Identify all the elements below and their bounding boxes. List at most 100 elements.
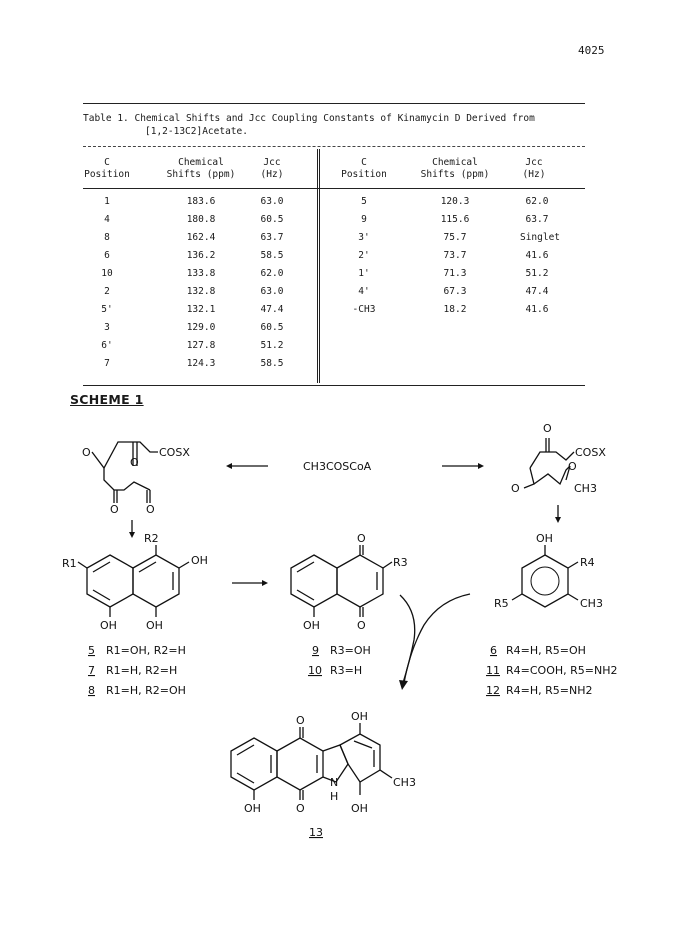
oxygen-label: O bbox=[511, 482, 520, 495]
phenol-structure: OH R4 CH3 R5 bbox=[494, 532, 603, 610]
caption-line-1: Table 1. Chemical Shifts and Jcc Couplin… bbox=[83, 113, 535, 124]
table-cell: 63.0 bbox=[260, 196, 284, 207]
r3-label: R3 bbox=[393, 556, 408, 569]
table-cell: 58.5 bbox=[260, 250, 284, 261]
table-cell: 63.7 bbox=[260, 232, 284, 243]
compound-number: 11 bbox=[486, 664, 500, 677]
oxygen-label: O bbox=[568, 460, 577, 473]
table-cell: 60.5 bbox=[260, 214, 284, 225]
table-cell: 124.3 bbox=[186, 358, 216, 369]
final-compound-number: 13 bbox=[309, 826, 323, 839]
compound-number: 10 bbox=[308, 664, 322, 677]
compound-number: 8 bbox=[88, 684, 95, 697]
table-cell: 47.4 bbox=[260, 304, 284, 315]
header-c-position-left: C Position bbox=[84, 157, 130, 180]
table-cell: 180.8 bbox=[186, 214, 216, 225]
table-cell: 9 bbox=[361, 214, 367, 225]
table-top-rule bbox=[83, 103, 585, 104]
table-cell: 4 bbox=[104, 214, 110, 225]
nitrogen-label: N bbox=[330, 776, 338, 789]
table-cell: 41.6 bbox=[525, 250, 549, 261]
table-cell: 73.7 bbox=[443, 250, 467, 261]
table-cell: 1 bbox=[104, 196, 110, 207]
table-cell: 5' bbox=[101, 304, 113, 315]
table-cell: 136.2 bbox=[186, 250, 216, 261]
table-cell: 3' bbox=[358, 232, 370, 243]
oxygen-label: O bbox=[110, 503, 119, 516]
table-cell: 18.2 bbox=[443, 304, 467, 315]
table-cell: 71.3 bbox=[443, 268, 467, 279]
table-bottom-rule bbox=[83, 385, 585, 386]
compound-description: R4=COOH, R5=NH2 bbox=[506, 664, 617, 677]
table-cell: 162.4 bbox=[186, 232, 216, 243]
naphthalene-structure: R2 OH R1 OH OH bbox=[62, 532, 208, 632]
table-cell: 62.0 bbox=[260, 268, 284, 279]
hydroxyl-label: OH bbox=[351, 802, 368, 815]
table-cell: 7 bbox=[104, 358, 110, 369]
table-caption: Table 1. Chemical Shifts and Jcc Couplin… bbox=[83, 112, 535, 138]
table-cell: 133.8 bbox=[186, 268, 216, 279]
compound-description: R3=H bbox=[330, 664, 362, 677]
table-header-top-rule bbox=[83, 146, 585, 147]
table-cell: 58.5 bbox=[260, 358, 284, 369]
compound-number: 9 bbox=[312, 644, 319, 657]
hydroxyl-label: OH bbox=[100, 619, 117, 632]
table-cell: 2 bbox=[104, 286, 110, 297]
table-cell: 115.6 bbox=[440, 214, 470, 225]
table-cell: 75.7 bbox=[443, 232, 467, 243]
table-cell: 6' bbox=[101, 340, 113, 351]
compound-description: R1=OH, R2=H bbox=[106, 644, 186, 657]
table-cell: Singlet bbox=[519, 232, 561, 243]
table-cell: 51.2 bbox=[260, 340, 284, 351]
table-cell: 183.6 bbox=[186, 196, 216, 207]
page-number: 4025 bbox=[578, 44, 605, 57]
ch3-label: CH3 bbox=[393, 776, 416, 789]
scheme-title: SCHEME 1 bbox=[70, 392, 144, 407]
compound-number: 5 bbox=[88, 644, 95, 657]
oxygen-label: O bbox=[357, 532, 366, 545]
oxygen-label: O bbox=[357, 619, 366, 632]
hydroxyl-label: OH bbox=[536, 532, 553, 545]
ch3-label: CH3 bbox=[574, 482, 597, 495]
table-cell: 120.3 bbox=[440, 196, 470, 207]
hydroxyl-label: OH bbox=[191, 554, 208, 567]
quinone-compound-labels: 9 R3=OH 10 R3=H bbox=[308, 644, 371, 677]
table-cell: 10 bbox=[101, 268, 113, 279]
compound-number: 12 bbox=[486, 684, 500, 697]
cosx-label: COSX bbox=[159, 446, 190, 459]
table-cell: 51.2 bbox=[525, 268, 549, 279]
arrow-phenol-to-product bbox=[403, 593, 471, 684]
table-cell: -CH3 bbox=[352, 304, 376, 315]
oxygen-label: O bbox=[146, 503, 155, 516]
compound-description: R1=H, R2=OH bbox=[106, 684, 186, 697]
r4-label: R4 bbox=[580, 556, 595, 569]
compound-number: 7 bbox=[88, 664, 95, 677]
hydroxyl-label: OH bbox=[303, 619, 320, 632]
header-chemical-shifts-left: Chemical Shifts (ppm) bbox=[166, 157, 236, 180]
compound-description: R3=OH bbox=[330, 644, 371, 657]
ch3-label: CH3 bbox=[580, 597, 603, 610]
hydroxyl-label: OH bbox=[146, 619, 163, 632]
table-cell: 47.4 bbox=[525, 286, 549, 297]
oxygen-label: O bbox=[130, 456, 139, 469]
polyketide-chain-left: O O COSX O O bbox=[82, 441, 190, 516]
table-cell: 132.1 bbox=[186, 304, 216, 315]
table-cell: 60.5 bbox=[260, 322, 284, 333]
header-jcc-right: Jcc (Hz) bbox=[522, 157, 546, 180]
oxygen-label: O bbox=[82, 446, 91, 459]
table-column-divider bbox=[317, 149, 320, 383]
oxygen-label: O bbox=[543, 422, 552, 435]
table-cell: 63.0 bbox=[260, 286, 284, 297]
table-cell: 67.3 bbox=[443, 286, 467, 297]
compound-description: R1=H, R2=H bbox=[106, 664, 177, 677]
header-c-position-right: C Position bbox=[341, 157, 387, 180]
table-cell: 127.8 bbox=[186, 340, 216, 351]
header-jcc-left: Jcc (Hz) bbox=[260, 157, 284, 180]
r5-label: R5 bbox=[494, 597, 509, 610]
table-cell: 129.0 bbox=[186, 322, 216, 333]
cosx-label: COSX bbox=[575, 446, 606, 459]
naphthoquinone-structure: O R3 OH O bbox=[290, 532, 408, 632]
reagent-label: CH3COSCoA bbox=[303, 460, 372, 473]
compound-description: R4=H, R5=OH bbox=[506, 644, 586, 657]
